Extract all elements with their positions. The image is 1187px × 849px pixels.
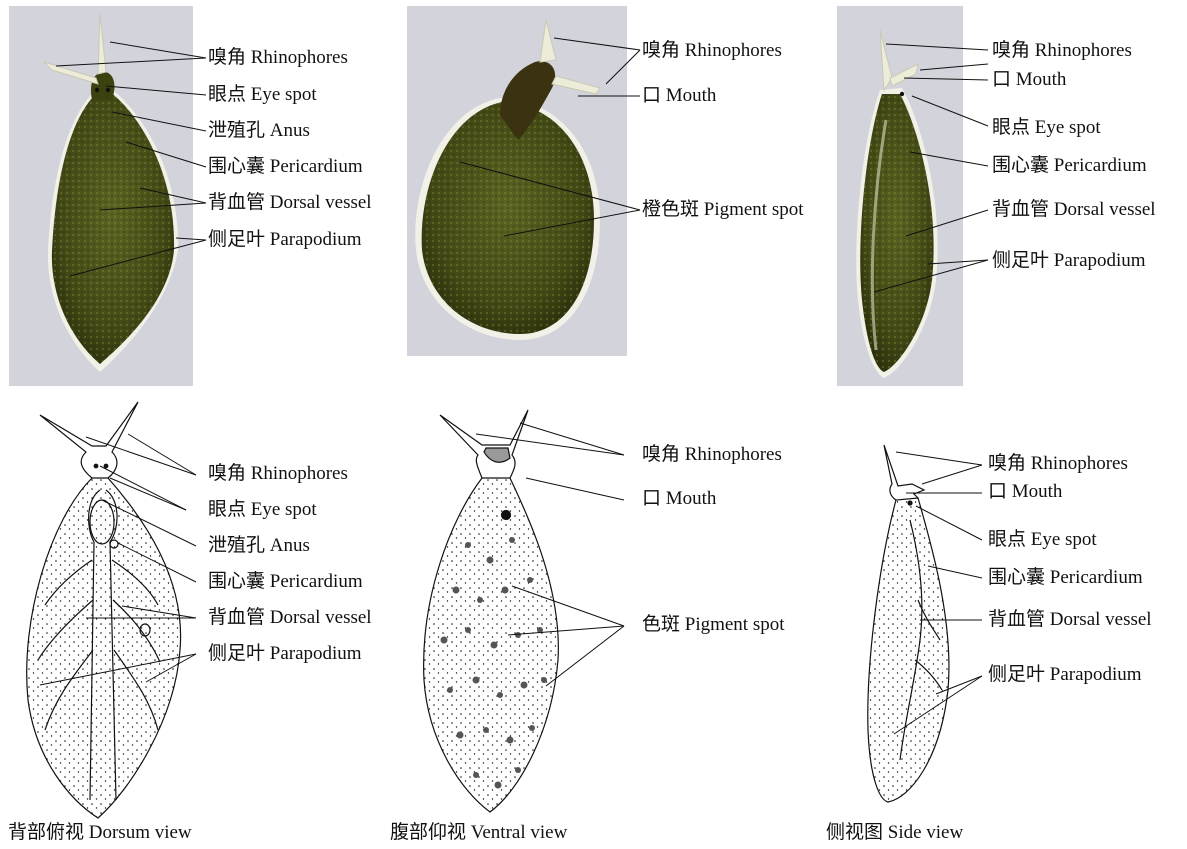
dorsal-drawing-label-pericardium: 围心囊 Pericardium [208,571,363,593]
side-drawing-label-mouth: 口 Mouth [988,481,1062,503]
ventral-drawing [424,410,559,812]
dorsal-photo-label-pericardium: 围心囊 Pericardium [208,156,363,178]
side-drawing-label-pericardium: 围心囊 Pericardium [988,567,1143,589]
side-photo-label-rhinophores: 嗅角 Rhinophores [992,40,1132,62]
side-photo-specimen [856,30,937,378]
caption-side-view: 侧视图 Side view [826,822,963,844]
side-drawing-label-eye-spot: 眼点 Eye spot [988,529,1097,551]
side-photo-label-mouth: 口 Mouth [992,69,1066,91]
dorsal-drawing-label-anus: 泄殖孔 Anus [208,535,310,557]
dorsal-drawing-label-parapodium: 侧足叶 Parapodium [208,643,362,665]
dorsal-drawing-label-eye-spot: 眼点 Eye spot [208,499,317,521]
ventral-drawing-label-rhinophores: 嗅角 Rhinophores [642,444,782,466]
dorsal-photo-label-parapodium: 侧足叶 Parapodium [208,229,362,251]
side-photo-label-parapodium: 侧足叶 Parapodium [992,250,1146,272]
side-photo-label-eye-spot: 眼点 Eye spot [992,117,1101,139]
dorsal-photo-label-eye-spot: 眼点 Eye spot [208,84,317,106]
ventral-photo-specimen [415,20,600,340]
side-drawing-label-dorsal-vessel: 背血管 Dorsal vessel [988,609,1152,631]
side-drawing-label-parapodium: 侧足叶 Parapodium [988,664,1142,686]
dorsal-photo-label-rhinophores: 嗅角 Rhinophores [208,47,348,69]
dorsal-drawing-label-dorsal-vessel: 背血管 Dorsal vessel [208,607,372,629]
side-photo-label-dorsal-vessel: 背血管 Dorsal vessel [992,199,1156,221]
ventral-drawing-label-pigment-spot: 色斑 Pigment spot [642,614,785,636]
caption-dorsum-view: 背部俯视 Dorsum view [8,822,192,844]
ventral-photo-label-pigment-spot: 橙色斑 Pigment spot [642,199,804,221]
side-photo-label-pericardium: 围心囊 Pericardium [992,155,1147,177]
dorsal-photo-specimen [44,14,178,372]
dorsal-photo-label-dorsal-vessel: 背血管 Dorsal vessel [208,192,372,214]
dorsal-drawing-label-rhinophores: 嗅角 Rhinophores [208,463,348,485]
dorsal-photo-label-anus: 泄殖孔 Anus [208,120,310,142]
dorsal-drawing [27,402,181,818]
ventral-photo-label-rhinophores: 嗅角 Rhinophores [642,40,782,62]
ventral-drawing-label-mouth: 口 Mouth [642,488,716,510]
ventral-photo-label-mouth: 口 Mouth [642,85,716,107]
side-drawing [868,445,949,802]
side-drawing-label-rhinophores: 嗅角 Rhinophores [988,453,1128,475]
caption-ventral-view: 腹部仰视 Ventral view [390,822,567,844]
